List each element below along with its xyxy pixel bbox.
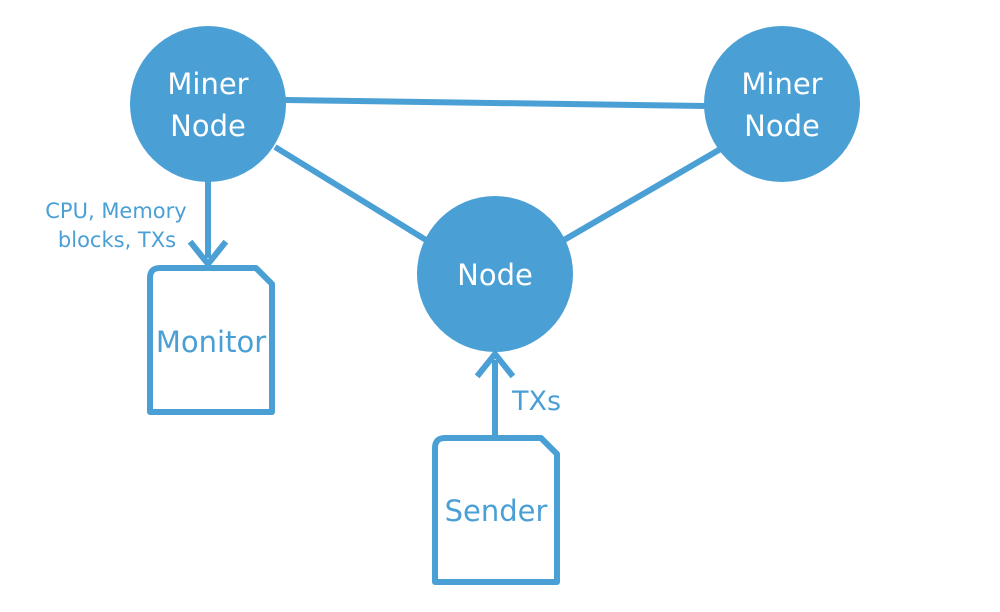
center-node-label: Node: [457, 258, 533, 292]
miner-node-left-label-line2: Node: [170, 109, 246, 143]
monitor-arrow-label-line1: CPU, Memory: [45, 199, 186, 223]
arrow-miner-to-monitor-head: [187, 239, 229, 269]
miner-node-left: Miner Node: [130, 26, 286, 182]
sender-document: Sender: [432, 435, 560, 585]
link-miner-right-node: [562, 144, 726, 243]
sender-arrow-label: TXs: [511, 386, 561, 417]
miner-node-right-label-line1: Miner: [741, 67, 822, 101]
monitor-arrow-label-line2: blocks, TXs: [58, 228, 176, 252]
miner-node-right: Miner Node: [704, 26, 860, 182]
center-node: Node: [417, 196, 573, 352]
monitor-label: Monitor: [156, 325, 266, 359]
monitor-document: Monitor: [147, 265, 275, 415]
miner-node-right-label-line2: Node: [744, 109, 820, 143]
link-miner-left-node: [273, 144, 428, 243]
arrow-sender-to-node-head: [474, 349, 516, 379]
miner-node-left-label-line1: Miner: [167, 67, 248, 101]
sender-label: Sender: [445, 494, 548, 528]
link-miner-left-miner-right: [284, 97, 707, 109]
